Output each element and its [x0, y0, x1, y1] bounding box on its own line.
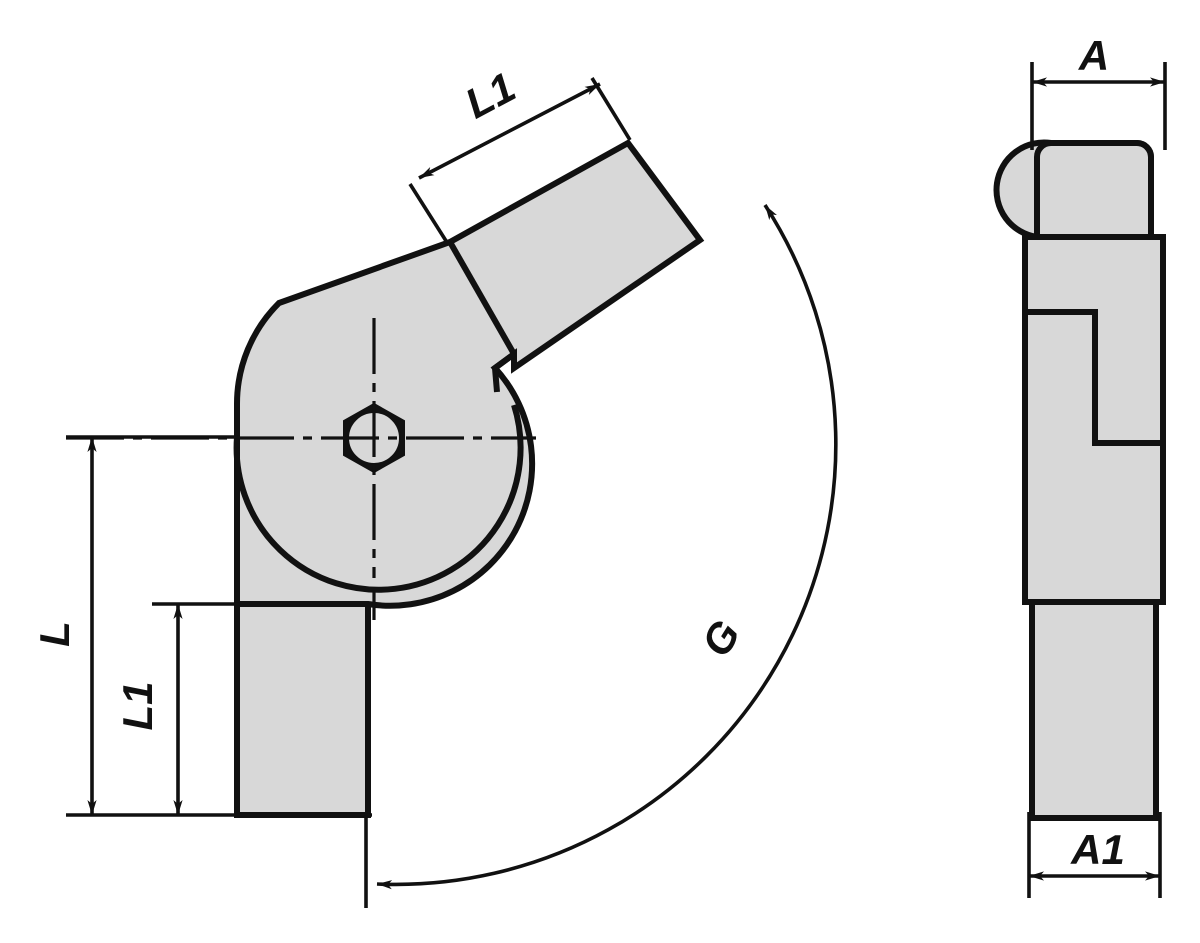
side-view: [993, 139, 1166, 821]
dim-label-L1-lower: L1: [114, 681, 161, 730]
side-lower-shaft-shape: [1029, 599, 1159, 821]
dim-label-L: L: [31, 621, 78, 647]
dim-line-L1-upper: [418, 82, 601, 180]
side-view-dimensions: A A1: [1027, 32, 1167, 898]
dim-label-A: A: [1078, 32, 1109, 79]
dim-label-A1: A1: [1070, 826, 1125, 873]
dim-arc-G: [376, 204, 838, 890]
side-step-notch: [1025, 309, 1163, 446]
side-top-boss-outline: [1034, 140, 1154, 237]
lower-arm-shape: [234, 601, 371, 818]
side-top-boss-shape: [993, 139, 1154, 240]
